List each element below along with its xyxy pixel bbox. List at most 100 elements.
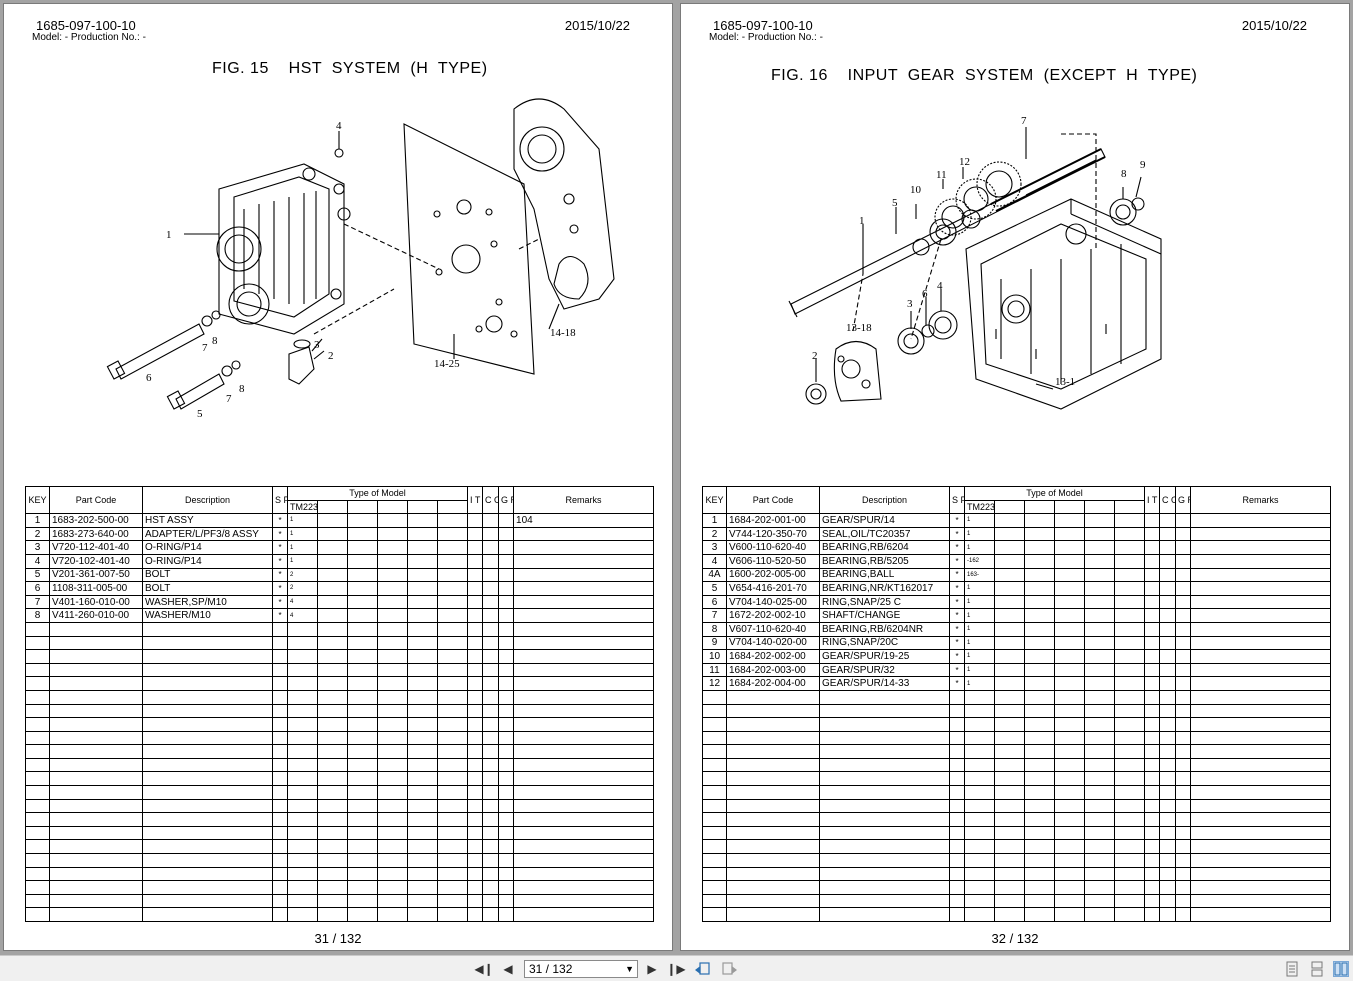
header-remarks: Remarks	[1190, 485, 1332, 515]
cell-qty: 4	[287, 608, 318, 623]
cell-qty	[287, 825, 318, 841]
cell-part-code: 1684-202-003-00	[726, 662, 820, 678]
cell-qty: 1	[964, 676, 995, 691]
cell-description	[142, 757, 273, 773]
cell-part-code: V654-416-201-70	[726, 581, 820, 596]
cell-description	[819, 853, 950, 868]
cell-remarks	[1190, 526, 1332, 542]
cell-description: RING,SNAP/20C	[819, 635, 950, 651]
cell-spc: *	[949, 594, 965, 610]
cell-spc	[272, 744, 288, 759]
cell-remarks	[1190, 825, 1332, 841]
cell-qty	[287, 635, 318, 651]
cell-spc	[272, 649, 288, 664]
cell-part-code	[49, 907, 143, 922]
callout-8: 8	[1121, 168, 1127, 180]
header-col: C O L	[482, 485, 500, 515]
cell-key	[25, 717, 50, 732]
cell-part-code: 1108-311-005-00	[49, 581, 143, 596]
cell-spc: *	[949, 649, 965, 664]
cell-qty	[287, 798, 318, 814]
document-viewer[interactable]: 1685-097-100-10 Model: - Production No.:…	[0, 0, 1353, 955]
cell-qty	[964, 717, 995, 732]
cell-part-code: V704-140-025-00	[726, 594, 820, 610]
cell-key	[25, 730, 50, 746]
cell-qty	[287, 839, 318, 855]
callout-14-18: 14-18	[550, 327, 576, 339]
header-type-of-model: Type of Model	[286, 486, 469, 501]
cell-qty: 1	[287, 540, 318, 555]
cell-remarks	[1190, 581, 1332, 596]
table-row	[25, 662, 655, 678]
cell-qty	[964, 703, 995, 719]
cell-description	[819, 839, 950, 855]
cell-key	[702, 757, 727, 773]
cell-key	[25, 853, 50, 868]
history-forward-icon[interactable]	[721, 961, 737, 977]
cell-description: GEAR/SPUR/14	[819, 513, 950, 528]
history-back-icon[interactable]	[695, 961, 711, 977]
facing-pages-view-icon[interactable]	[1333, 961, 1349, 977]
callout-5: 5	[197, 408, 203, 420]
continuous-view-icon[interactable]	[1309, 961, 1325, 977]
cell-description: HST ASSY	[142, 513, 273, 528]
cell-remarks	[513, 744, 655, 759]
cell-qty	[287, 744, 318, 759]
header-spc: S P C	[949, 485, 965, 515]
parts-table-fig15: KEY Part Code Description S P C Type of …	[25, 485, 655, 922]
cell-part-code	[49, 757, 143, 773]
cell-remarks	[513, 689, 655, 705]
cell-remarks	[513, 730, 655, 746]
cell-description: BEARING,BALL	[819, 567, 950, 583]
cell-spc	[272, 853, 288, 868]
header-remarks: Remarks	[513, 485, 655, 515]
cell-key	[25, 785, 50, 800]
cell-remarks	[1190, 866, 1332, 882]
cell-key	[25, 825, 50, 841]
cell-description: BEARING,RB/5205	[819, 553, 950, 569]
cell-spc	[949, 744, 965, 759]
cell-part-code: V606-110-520-50	[726, 553, 820, 569]
cell-key	[25, 703, 50, 719]
prev-page-icon[interactable]: ◀	[503, 962, 513, 976]
header-itc: I T C	[467, 485, 484, 515]
header-part-code: Part Code	[49, 485, 143, 515]
header-description: Description	[142, 485, 273, 515]
single-page-view-icon[interactable]	[1284, 961, 1300, 977]
page-select[interactable]: 31 / 132 ▼	[524, 960, 638, 978]
cell-qty	[287, 893, 318, 909]
cell-remarks	[1190, 880, 1332, 895]
table-row	[702, 757, 1332, 773]
header-key: KEY	[25, 485, 50, 515]
cell-qty	[287, 880, 318, 895]
cell-remarks	[513, 581, 655, 596]
cell-key: 10	[702, 649, 727, 664]
table-row	[25, 649, 655, 664]
table-row	[25, 785, 655, 800]
header-grp: G R P	[1175, 485, 1192, 515]
cell-remarks	[1190, 689, 1332, 705]
cell-key: 8	[25, 608, 50, 623]
cell-spc: *	[949, 635, 965, 651]
input-gear-system-exploded-diagram: 7 12 11 10 5 1 9 8 4 6 3 13-18 2 13-1	[788, 115, 1162, 410]
cell-remarks	[513, 717, 655, 732]
cell-part-code	[49, 689, 143, 705]
cell-remarks	[513, 866, 655, 882]
cell-part-code	[49, 798, 143, 814]
cell-description	[819, 907, 950, 922]
cell-key: 5	[25, 567, 50, 583]
next-page-icon[interactable]: ▶	[647, 962, 657, 976]
cell-key: 6	[25, 581, 50, 596]
cell-spc: *	[272, 581, 288, 596]
last-page-icon[interactable]: ❙▶	[666, 962, 686, 976]
callout-2: 2	[812, 350, 818, 362]
cell-description	[142, 744, 273, 759]
cell-key: 11	[702, 662, 727, 678]
cell-part-code	[49, 771, 143, 787]
cell-description	[142, 798, 273, 814]
first-page-icon[interactable]: ◀❙	[474, 962, 494, 976]
cell-description: BOLT	[142, 567, 273, 583]
callout-4: 4	[336, 120, 342, 132]
